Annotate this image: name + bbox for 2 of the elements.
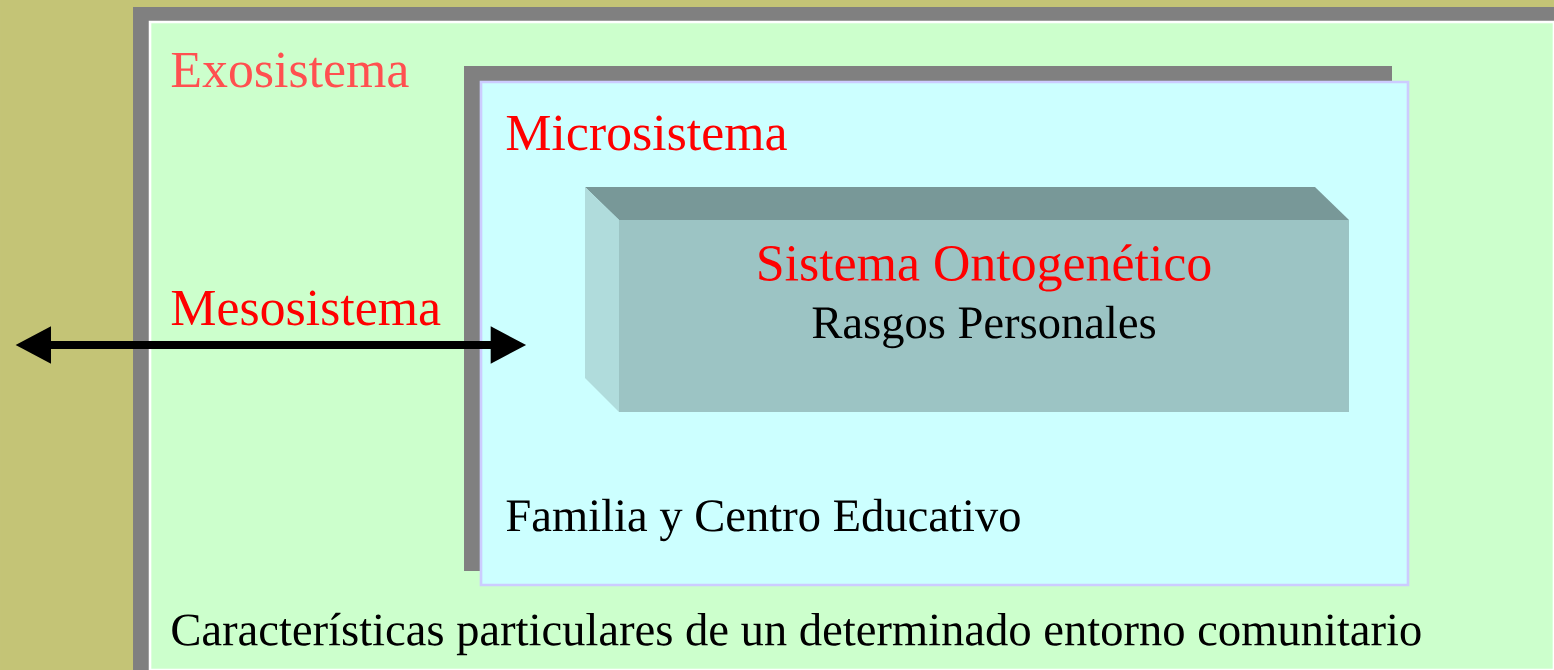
block-3d: Sistema Ontogenético Rasgos Personales: [585, 187, 1349, 412]
edge-label: Mesosistema: [171, 290, 441, 326]
